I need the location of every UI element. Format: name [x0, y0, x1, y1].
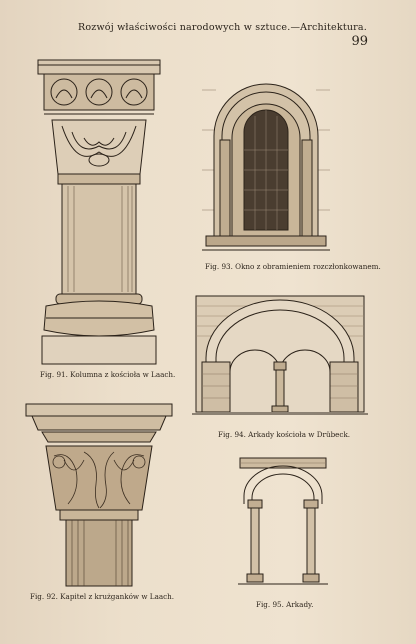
- window-illustration: [202, 83, 330, 251]
- caption-fig-94: Fig. 94. Arkady kościoła w Drübeck.: [218, 430, 351, 439]
- figure-91-column: [36, 56, 166, 368]
- caption-fig-95: Fig. 95. Arkady.: [256, 600, 314, 609]
- caption-fig-91: Fig. 91. Kolumna z kościoła w Laach.: [40, 370, 176, 379]
- figure-94-arcade: [192, 292, 368, 418]
- caption-fig-92: Fig. 92. Kapitel z krużganków w Laach.: [30, 592, 175, 601]
- capital-illustration: [25, 403, 173, 587]
- arcade-illustration: [192, 295, 368, 415]
- column-illustration: [37, 59, 161, 365]
- caption-fig-93: Fig. 93. Okno z obramieniem rozczłonkowa…: [205, 262, 381, 271]
- page-number: 99: [351, 34, 368, 49]
- figure-93-window: [202, 70, 330, 254]
- running-header: Rozwój właściwości narodowych w sztuce.—…: [78, 22, 367, 33]
- figure-95-arcades: [238, 456, 328, 588]
- arcades-illustration: [238, 457, 328, 585]
- figure-92-capital: [24, 400, 174, 588]
